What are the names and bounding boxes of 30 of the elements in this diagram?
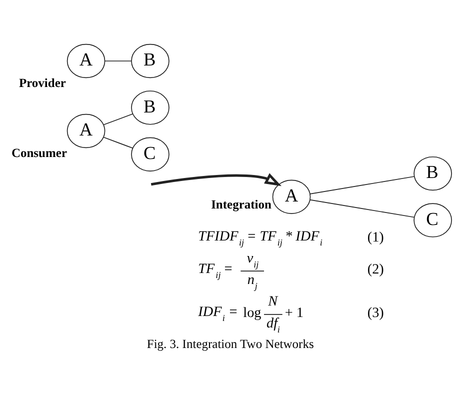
node-ellipse: C: [131, 137, 170, 172]
label: (3): [367, 304, 384, 321]
connector: [103, 136, 134, 149]
connector: [104, 60, 132, 62]
node-ellipse: A: [272, 180, 311, 214]
label: (1): [367, 230, 384, 246]
label: log: [243, 304, 262, 321]
node-ellipse: B: [414, 156, 452, 191]
node-label: Integration: [211, 198, 272, 212]
node-label: Consumer: [11, 146, 68, 160]
node-ellipse: B: [131, 90, 170, 125]
label: (2): [367, 262, 384, 278]
arrow: [150, 173, 282, 186]
node-ellipse: B: [131, 44, 170, 78]
label: TF$_{ij}$ =: [198, 260, 233, 280]
label: N: [268, 294, 278, 310]
label: df$_{i}$: [266, 315, 280, 334]
label: IDF$_{i}$ =: [198, 304, 238, 324]
node-ellipse: A: [66, 44, 106, 78]
node-ellipse: A: [66, 114, 106, 148]
label: v$_{ij}$: [246, 250, 259, 270]
connector: [103, 113, 134, 126]
caption: Fig. 3. Integration Two Networks: [146, 337, 314, 352]
connector: [310, 199, 415, 218]
label: TFIDF$_{ij}$ = TF$_{ij}$ * IDF$_{i}$: [198, 228, 322, 248]
connector: [310, 176, 415, 194]
label: + 1: [284, 304, 304, 321]
node-label: Provider: [18, 76, 66, 90]
label: n$_{j}$: [247, 272, 258, 292]
node-ellipse: C: [414, 203, 452, 238]
